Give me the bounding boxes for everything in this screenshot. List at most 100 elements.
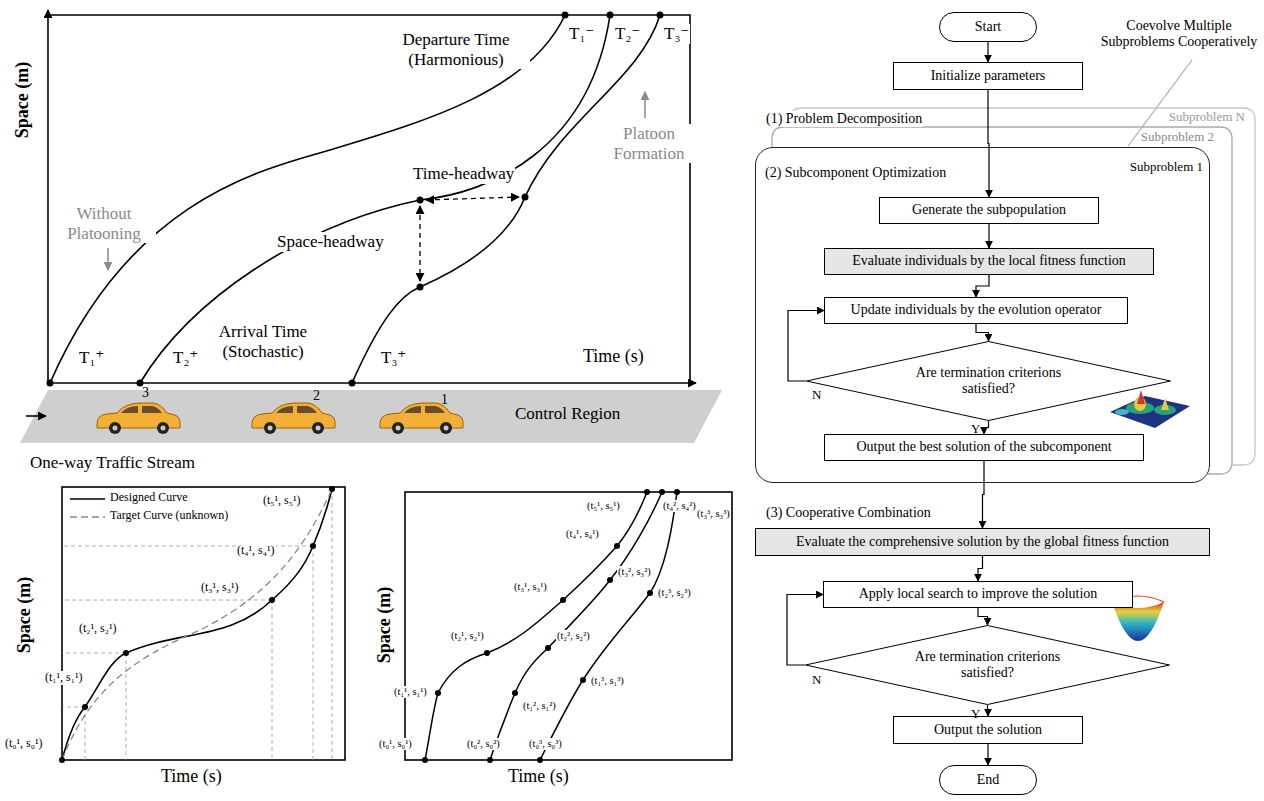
flow-arrow <box>988 224 989 248</box>
plot-label: T₃⁻ <box>663 24 690 44</box>
bottom-middle-plot <box>405 492 732 760</box>
plot-label: (t₂¹, s₂¹) <box>450 630 485 642</box>
process-box: Initialize parameters <box>893 62 1083 90</box>
bottom-left-plot <box>329 486 335 492</box>
plot-label: Control Region <box>515 404 620 424</box>
plot-label: Time-headway <box>412 164 515 184</box>
node-text: Evaluate individuals by the local fitnes… <box>852 253 1126 269</box>
node-text: Initialize parameters <box>931 68 1046 84</box>
bottom-middle-plot <box>537 757 543 763</box>
axis-label: Space (m) <box>12 61 33 139</box>
plot-label: (t₂², s₂²) <box>556 630 591 642</box>
axis-label: Space (m) <box>374 586 395 664</box>
process-box: Output the best solution of the subcompo… <box>824 434 1144 461</box>
legend-text: Target Curve (unknown) <box>110 509 228 523</box>
process-box: Apply local search to improve the soluti… <box>823 581 1133 608</box>
bottom-middle-plot <box>614 543 620 549</box>
flow-arrow <box>987 744 988 765</box>
node-text: Output the best solution of the subcompo… <box>856 439 1111 455</box>
bottom-middle-plot <box>647 590 653 596</box>
branch-label: Y <box>971 422 980 437</box>
node-text: Generate the subpopulation <box>912 202 1066 218</box>
plot-label: Time (s) <box>582 346 645 367</box>
branch-label: N <box>812 388 821 403</box>
flow-arrow <box>988 90 989 197</box>
bottom-left-plot <box>70 498 105 500</box>
top-plot <box>47 10 49 383</box>
road <box>20 390 722 443</box>
bottom-middle-plot <box>422 757 428 763</box>
plot-dot <box>607 12 614 19</box>
terminal-box: Start <box>939 12 1037 42</box>
legend-text: Designed Curve <box>110 491 188 505</box>
bottom-middle-plot <box>484 650 490 656</box>
plot-dot <box>47 12 664 387</box>
top-plot <box>426 197 519 200</box>
bottom-middle-plot <box>659 489 665 495</box>
road <box>20 390 722 443</box>
top-plot <box>48 382 696 384</box>
flow-arrow <box>976 324 989 341</box>
node-text: Apply local search to improve the soluti… <box>859 586 1098 602</box>
plot-label: (t₀¹, s₀¹) <box>378 738 413 750</box>
bottom-middle-plot <box>425 492 647 760</box>
flow-arrow <box>788 311 824 382</box>
plot-label: (t₅¹, s₅¹) <box>262 494 302 508</box>
branch-label: N <box>812 673 821 688</box>
plot-label: Without Platooning <box>52 204 156 243</box>
road <box>97 403 180 434</box>
plot-label: (1) Problem Decomposition <box>765 111 923 127</box>
plot-label: (t₀³, s₀³) <box>528 738 563 750</box>
plot-dot <box>349 380 356 387</box>
bottom-middle-plot <box>512 690 518 696</box>
surface-icon <box>1137 390 1145 404</box>
process-box: Output the solution <box>893 716 1083 744</box>
bottom-middle-plot <box>435 690 441 696</box>
flow-arrow <box>987 705 989 716</box>
plot-dot <box>657 12 664 19</box>
plot-label: (t₃¹, s₃¹) <box>200 581 240 595</box>
flow-arrow <box>984 421 989 434</box>
plot-label: T₃⁺ <box>380 348 407 368</box>
plot-dot <box>417 284 424 291</box>
plot-label: (t₃², s₃²) <box>617 566 652 578</box>
plot-label: T₁⁻ <box>568 24 595 44</box>
bottom-middle-plot <box>560 597 566 603</box>
process-box: Generate the subpopulation <box>879 197 1099 224</box>
node-text: Output the solution <box>934 722 1042 738</box>
plot-dot <box>522 194 529 201</box>
plot-label: (t₀², s₀²) <box>466 738 501 750</box>
bottom-middle-plot <box>580 677 586 683</box>
bottom-left-plot <box>123 650 129 656</box>
plot-label: (t₀¹, s₀¹) <box>4 737 44 751</box>
plot-label: Time (s) <box>160 766 223 787</box>
node-text: Subproblem N <box>1169 110 1245 125</box>
flow-arrow <box>787 595 823 666</box>
flow-arrow <box>978 556 983 581</box>
plot-label: (t₂¹, s₂¹) <box>78 622 118 636</box>
plot-dot <box>562 12 569 19</box>
plot-label: T₂⁻ <box>614 24 641 44</box>
node-text: Update individuals by the evolution oper… <box>851 302 1102 318</box>
bottom-left-plot <box>62 489 332 760</box>
flow-arrow <box>976 275 989 297</box>
road <box>252 403 335 434</box>
terminal-box: End <box>939 765 1037 795</box>
top-plot <box>50 15 565 383</box>
plot-label: Space-headway <box>276 232 385 252</box>
subproblem-frame-back <box>790 108 1255 465</box>
top-plot <box>48 10 696 383</box>
plot-label: (t₄², s₄²) <box>662 500 697 512</box>
plot-label: (t₁², s₁²) <box>522 700 557 712</box>
axis-label: Space (m) <box>14 576 35 654</box>
branch-label: Y <box>971 707 980 722</box>
bottom-middle-plot <box>540 492 677 760</box>
bottom-middle-plot <box>422 489 680 763</box>
road <box>380 403 463 434</box>
node-text: Evaluate the comprehensive solution by t… <box>796 534 1169 550</box>
plot-label: Arrival Time (Stochastic) <box>196 322 330 361</box>
plot-label: 1 <box>441 392 448 408</box>
top-plot <box>48 15 690 383</box>
road <box>26 415 46 417</box>
bottom-left-plot <box>59 757 65 763</box>
